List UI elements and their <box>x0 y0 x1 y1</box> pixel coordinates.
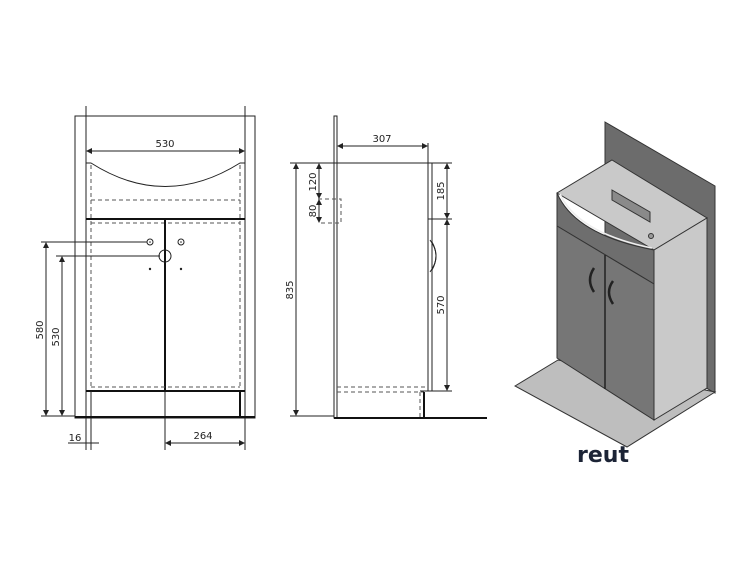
side-view: 307 835 120 80 185 570 <box>285 115 487 419</box>
handle-icon <box>607 280 615 305</box>
hole-icon <box>177 238 185 246</box>
dim-264-label: 264 <box>193 431 212 442</box>
basin-curve <box>86 162 245 187</box>
cabinet-front <box>427 162 433 392</box>
drain-outlet <box>318 198 342 224</box>
dim-307-label: 307 <box>372 134 391 145</box>
dim-185-label: 185 <box>436 181 447 200</box>
back-panel <box>333 115 338 419</box>
brand-logo: reut <box>577 443 629 468</box>
cabinet-side-3d <box>653 217 708 421</box>
dim-835-label: 835 <box>285 280 296 299</box>
dim-16-label: 16 <box>69 433 82 444</box>
dim-120-label: 120 <box>308 172 319 191</box>
dim-570-label: 570 <box>436 295 447 314</box>
floor-3d <box>513 359 717 448</box>
dim-530-label: 530 <box>51 327 62 346</box>
front-view: 530 580 530 16 264 <box>35 106 256 450</box>
dim-580-label: 580 <box>35 320 46 339</box>
render-3d: reut <box>513 121 717 468</box>
handle-icon <box>588 267 596 293</box>
dim-width-label: 530 <box>155 139 174 150</box>
dim-80-label: 80 <box>308 205 319 218</box>
